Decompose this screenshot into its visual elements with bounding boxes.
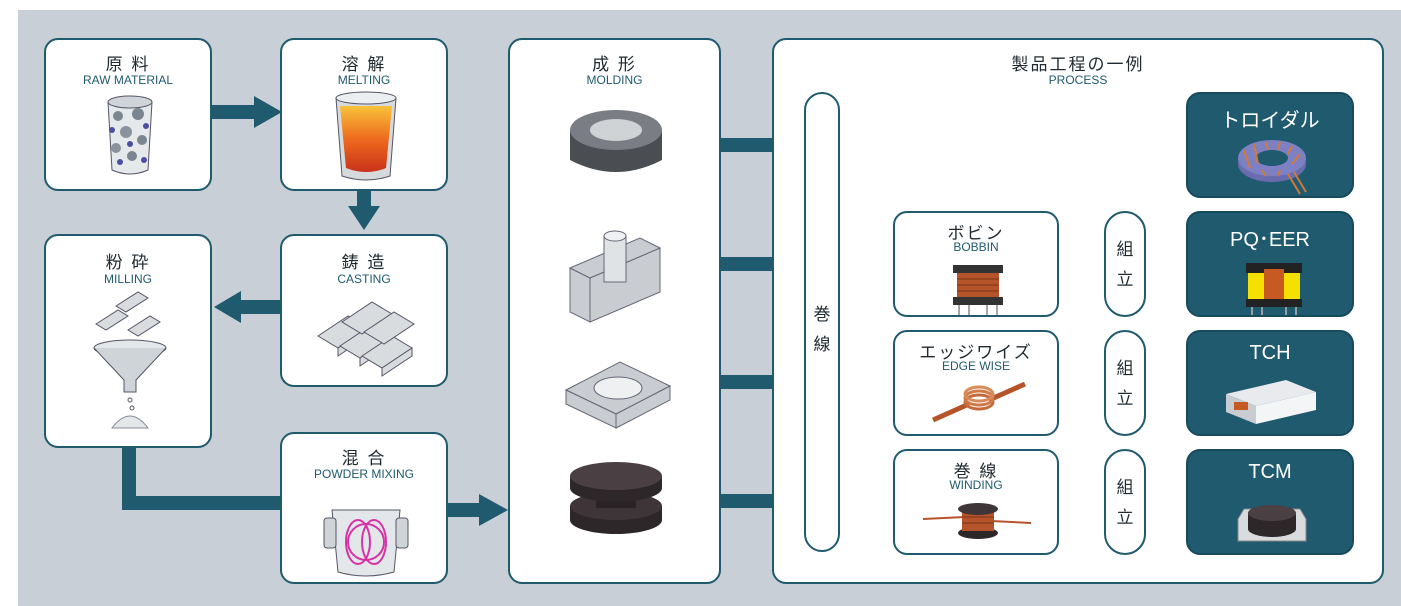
arrow-mixing-to-molding-head <box>479 494 508 526</box>
mill-hopper-icon <box>93 291 167 429</box>
arrow-molding-row4 <box>720 494 772 508</box>
assembly-label: 組 立 <box>1116 359 1134 408</box>
bobbin-en: BOBBIN <box>953 240 999 254</box>
substep-bobbin: ボビン BOBBIN <box>893 211 1059 317</box>
edge-wise-coil-icon <box>931 381 1027 423</box>
winding-jp: 巻 線 <box>953 462 999 481</box>
melting-jp: 溶 解 <box>341 55 387 74</box>
raw-material-jp: 原 料 <box>105 55 151 74</box>
product-toroidal: トロイダル <box>1186 92 1354 198</box>
powder-mixing-jp: 混 合 <box>341 449 387 468</box>
product-toroidal-label: トロイダル <box>1220 110 1320 132</box>
assembly-step-1: 組 立 <box>1104 211 1146 317</box>
winding-column-label: 巻 線 <box>813 305 831 354</box>
edge-wise-jp: エッジワイズ <box>919 343 1033 362</box>
arrow-milling-to-mixing-horizontal <box>122 496 282 510</box>
edge-wise-en: EDGE WISE <box>941 359 1010 373</box>
step-casting: 鋳 造 CASTING <box>280 234 448 387</box>
winding-column: 巻 線 <box>804 92 840 552</box>
casting-jp: 鋳 造 <box>341 253 387 272</box>
product-pq-eer-label: PQ･EER <box>1229 229 1311 251</box>
process-title-en: PROCESS <box>1048 73 1108 87</box>
assembly-label: 組 立 <box>1116 240 1134 289</box>
tcm-inductor-icon <box>1237 505 1307 542</box>
step-molding: 成 形 MOLDING <box>508 38 721 584</box>
arrow-molding-row2 <box>720 257 772 271</box>
mixer-icon <box>323 509 409 577</box>
pot-core-icon <box>564 361 672 429</box>
milling-en: MILLING <box>103 272 152 286</box>
arrow-raw-to-melting-head <box>254 96 282 128</box>
e-core-icon <box>568 230 662 323</box>
step-melting: 溶 解 MELTING <box>280 38 448 191</box>
pq-eer-transformer-icon <box>1246 263 1302 315</box>
drum-coil-icon <box>922 503 1032 539</box>
product-tch-label: TCH <box>1249 342 1291 364</box>
melting-en: MELTING <box>337 73 391 87</box>
raw-material-en: RAW MATERIAL <box>82 73 173 87</box>
molding-jp: 成 形 <box>592 55 637 74</box>
crucible-icon <box>335 91 397 181</box>
step-milling: 粉 砕 MILLING <box>44 234 212 448</box>
arrow-mixing-to-molding-shaft <box>446 503 480 517</box>
bobbin-icon <box>953 265 1003 315</box>
substep-edge-wise: エッジワイズ EDGE WISE <box>893 330 1059 436</box>
casting-en: CASTING <box>337 272 391 286</box>
arrow-molding-row3 <box>720 375 772 389</box>
molding-en: MOLDING <box>586 73 643 87</box>
arrow-raw-to-melting-shaft <box>210 105 255 119</box>
arrow-molding-row1 <box>720 138 772 152</box>
arrow-milling-to-mixing-vertical <box>122 446 136 510</box>
arrow-casting-to-milling-shaft <box>240 300 282 314</box>
product-tch: TCH <box>1186 330 1354 436</box>
step-raw-material: 原 料 RAW MATERIAL <box>44 38 212 191</box>
molded-cores-icons <box>564 110 672 534</box>
arrow-melting-to-casting-shaft <box>357 189 371 207</box>
assembly-label: 組 立 <box>1116 478 1134 527</box>
step-powder-mixing: 混 合 POWDER MIXING <box>280 432 448 584</box>
product-tcm-label: TCM <box>1248 461 1292 483</box>
tch-inductor-icon <box>1226 380 1316 424</box>
product-pq-eer: PQ･EER <box>1186 211 1354 317</box>
milling-jp: 粉 砕 <box>105 253 151 272</box>
bobbin-jp: ボビン <box>947 224 1005 243</box>
ring-core-icon <box>570 110 662 172</box>
raw-material-icon <box>107 95 153 175</box>
powder-mixing-en: POWDER MIXING <box>313 467 414 481</box>
assembly-step-3: 組 立 <box>1104 449 1146 555</box>
ingots-icon <box>317 301 415 377</box>
process-title-jp: 製品工程の一例 <box>1011 55 1145 74</box>
product-tcm: TCM <box>1186 449 1354 555</box>
substep-winding: 巻 線 WINDING <box>893 449 1059 555</box>
drum-core-icon <box>570 462 662 534</box>
assembly-step-2: 組 立 <box>1104 330 1146 436</box>
winding-en: WINDING <box>949 478 1003 492</box>
arrow-casting-to-milling-head <box>214 291 241 323</box>
toroidal-coil-icon <box>1238 140 1307 195</box>
arrow-melting-to-casting-head <box>348 206 380 230</box>
